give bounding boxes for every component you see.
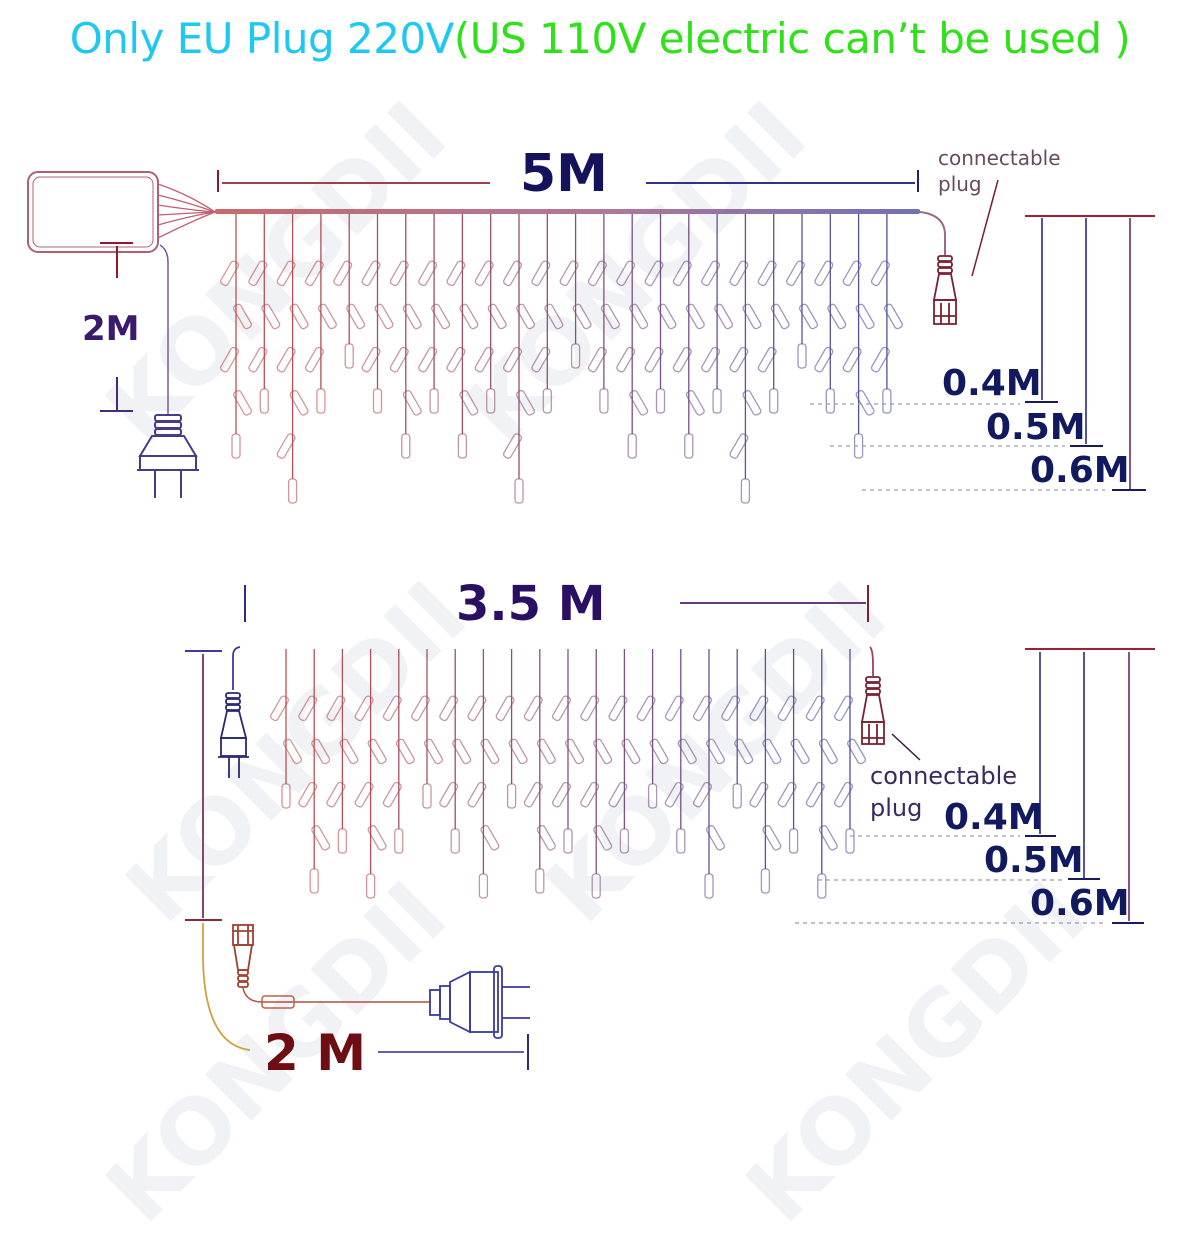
top-drop-length-short: 0.4M	[942, 363, 1042, 404]
controller-box	[27, 171, 159, 253]
connectable-plug-icon	[860, 676, 886, 745]
us-plug-icon	[429, 965, 530, 1039]
input-plug-icon	[218, 692, 249, 778]
title-us-warning: (US 110V electric can’t be used )	[453, 14, 1131, 63]
top-lead-cable-label: 2M	[82, 309, 140, 349]
eu-plug-icon	[137, 414, 199, 498]
top-width-label: 5M	[520, 144, 608, 204]
female-connector-icon	[232, 924, 254, 988]
connectable-plug-icon	[932, 255, 958, 325]
bottom-width-label: 3.5 M	[456, 576, 606, 632]
bottom-drop-length-medium: 0.5M	[984, 840, 1084, 881]
top-curtain	[27, 170, 1155, 504]
top-drop-length-medium: 0.5M	[986, 407, 1086, 448]
title-eu-plug: Only EU Plug 220V	[69, 14, 455, 63]
page-title: Only EU Plug 220V(US 110V electric can’t…	[0, 14, 1200, 63]
top-drop-length-long: 0.6M	[1030, 450, 1130, 491]
bottom-lead-cable-label: 2 M	[264, 1024, 366, 1082]
bottom-curtain	[185, 585, 1155, 1070]
top-connectable-plug-note: connectable plug	[938, 146, 1061, 196]
bottom-drop-length-short: 0.4M	[944, 797, 1044, 838]
bottom-drop-length-long: 0.6M	[1030, 883, 1130, 924]
bottom-connectable-plug-note: connectable plug	[870, 762, 1018, 822]
icicle-light-diagram	[27, 170, 1155, 1070]
